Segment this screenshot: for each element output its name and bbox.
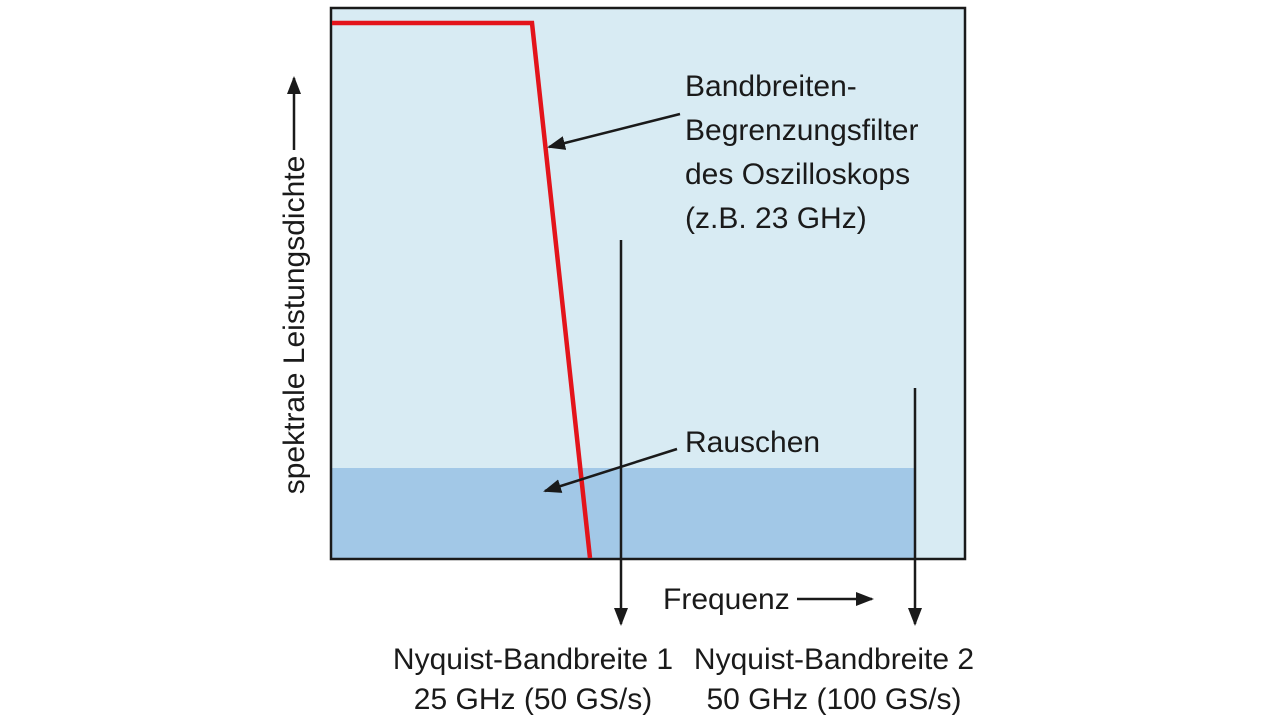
noise-band: [332, 468, 916, 558]
y-axis-label: spektrale Leistungsdichte: [278, 156, 311, 495]
filter-label-line-3: des Oszilloskops: [685, 158, 910, 191]
plot-area: [331, 8, 965, 559]
nyquist-2-label-line-2: 50 GHz (100 GS/s): [706, 683, 961, 716]
plot-frame: [329, 6, 967, 561]
nyquist-1-label-line-2: 25 GHz (50 GS/s): [414, 683, 652, 716]
filter-label-line-2: Begrenzungsfilter: [685, 114, 918, 147]
filter-label-line-1: Bandbreiten-: [685, 70, 857, 103]
filter-label-line-4: (z.B. 23 GHz): [685, 202, 867, 235]
noise-label: Rauschen: [685, 426, 820, 459]
x-axis-label: Frequenz: [663, 583, 790, 616]
filter-pointer-arrow: [547, 112, 681, 150]
noise-pointer-arrow: [543, 447, 678, 493]
nyquist-2-label-line-1: Nyquist-Bandbreite 2: [694, 643, 974, 676]
filter-curve: [332, 20, 593, 559]
nyquist-1-label-line-1: Nyquist-Bandbreite 1: [393, 643, 673, 676]
